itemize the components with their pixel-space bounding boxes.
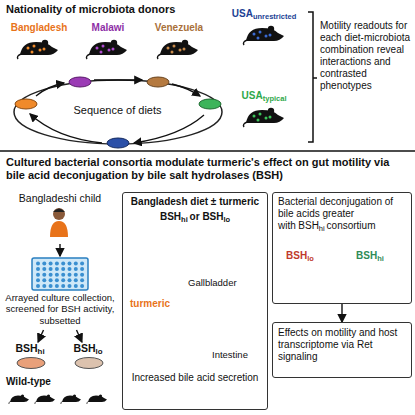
node-text: Bangladesh diet ± turmeric bbox=[127, 196, 263, 208]
node-text: Malawi bbox=[78, 22, 138, 34]
subscript: hi bbox=[377, 254, 384, 263]
subscript: lo bbox=[307, 254, 314, 263]
child-icon bbox=[4, 205, 114, 239]
label: Gallbladder bbox=[188, 278, 237, 289]
label: turmeric bbox=[130, 298, 170, 310]
node-text: Motility readouts for each diet-microbio… bbox=[320, 20, 411, 92]
node-text: BSH bbox=[298, 220, 319, 231]
node-text: Venezuela bbox=[142, 22, 216, 34]
node-text: Nationality of microbiota donors bbox=[6, 3, 409, 16]
subscript: hi bbox=[38, 347, 45, 356]
connector-arrow bbox=[77, 330, 82, 342]
result-box: Effects on motility and host transcripto… bbox=[272, 322, 412, 378]
label: Wild-type bbox=[6, 376, 51, 388]
label: Intestine bbox=[212, 350, 248, 361]
donor-label: USAtypical bbox=[224, 90, 306, 134]
bracket bbox=[308, 12, 317, 142]
connector-arrow bbox=[59, 244, 60, 256]
wild-type-mice bbox=[9, 394, 107, 404]
node-text: USA bbox=[232, 8, 253, 19]
culture-collection: Arrayed culture collection, screened for… bbox=[4, 256, 116, 330]
node-text: Cultured bacterial consortia modulate tu… bbox=[6, 156, 409, 182]
diet-cycle: Sequence of diets bbox=[15, 80, 220, 142]
donor-label: USAunrestricted bbox=[224, 8, 306, 52]
label: BSHlo bbox=[286, 250, 314, 262]
diet-dishes bbox=[15, 77, 221, 148]
result-box: Bacterial deconjugation of bile acids gr… bbox=[272, 192, 412, 304]
text-line: BSHlo bbox=[62, 342, 116, 355]
node-text: USA bbox=[242, 90, 263, 101]
node-text: BSH bbox=[73, 342, 95, 354]
subscript: typical bbox=[263, 94, 287, 103]
node-text: BSH bbox=[15, 342, 37, 354]
cycle-arrows bbox=[30, 80, 204, 143]
culture-plate bbox=[4, 256, 116, 292]
node-text: consortium bbox=[327, 220, 376, 231]
readout-note: Motility readouts for each diet-microbio… bbox=[318, 18, 413, 138]
node-text: BSH bbox=[160, 211, 181, 222]
donor-label: Malawi bbox=[78, 22, 138, 66]
subscript: unrestricted bbox=[253, 12, 296, 21]
subscript: lo bbox=[224, 215, 231, 224]
label: Increased bile acid secretion bbox=[126, 372, 264, 384]
consortium-dish bbox=[4, 355, 58, 371]
node-text: Sequence of diets bbox=[73, 104, 161, 117]
donor-label: Bangladesh bbox=[4, 22, 74, 66]
mouse-icon bbox=[85, 35, 131, 61]
text-line: BSHhior BSHlo bbox=[127, 211, 265, 223]
mouse-icon bbox=[156, 35, 202, 61]
consortium-dish bbox=[62, 355, 116, 371]
diet-cycle-outline bbox=[14, 80, 222, 144]
text-line: USAtypical bbox=[224, 90, 306, 102]
text-line: USAunrestricted bbox=[224, 8, 306, 20]
connector-arrow bbox=[38, 330, 43, 342]
node-text: Bangladeshi child bbox=[4, 192, 116, 205]
connector-arrow bbox=[341, 304, 342, 322]
panel: Nationality of microbiota donorsBanglade… bbox=[0, 0, 415, 150]
mouse-icon bbox=[242, 21, 288, 47]
donor-label: Venezuela bbox=[142, 22, 216, 66]
mouse-icon bbox=[16, 35, 62, 61]
node-text: or BSH bbox=[190, 211, 224, 222]
node-text: Effects on motility and host transcripto… bbox=[278, 327, 406, 363]
panel-divider bbox=[0, 150, 415, 152]
consortium: BSHlo bbox=[62, 342, 116, 374]
node-text: Arrayed culture collection, screened for… bbox=[4, 292, 116, 326]
subscript: hi bbox=[319, 224, 325, 233]
consortium: BSHhi bbox=[4, 342, 58, 374]
label: BSHhi bbox=[356, 250, 384, 262]
text-line: BSHhi bbox=[4, 342, 58, 355]
consortium-choice: BSHhior BSHlo bbox=[127, 211, 265, 227]
node-text: Bangladesh bbox=[4, 22, 74, 34]
subscript: lo bbox=[96, 347, 103, 356]
mouse-icon bbox=[242, 103, 288, 129]
text-line: Bacterial deconjugation of bile acids gr… bbox=[278, 196, 406, 232]
donor-child: Bangladeshi child bbox=[4, 192, 116, 244]
subscript: hi bbox=[181, 215, 188, 224]
